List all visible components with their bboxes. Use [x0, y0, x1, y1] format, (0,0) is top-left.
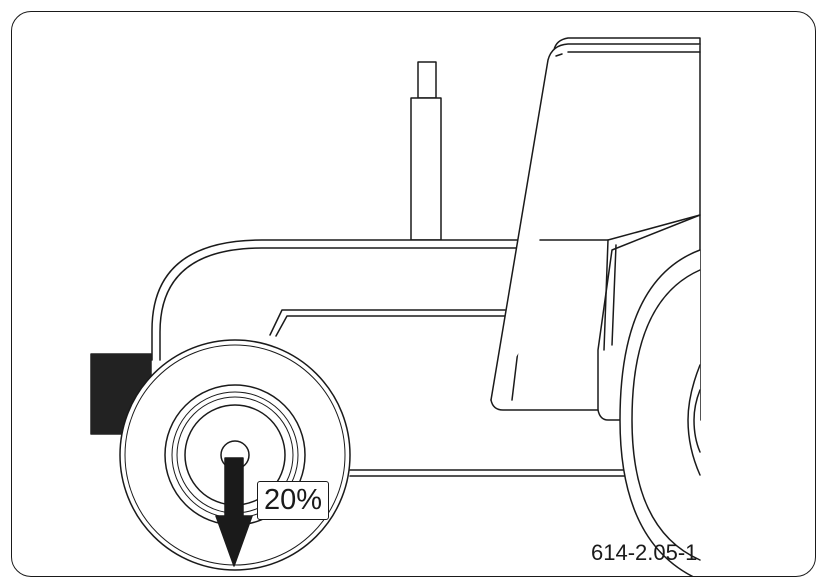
rear-wheel [619, 249, 701, 576]
figure-reference-number: 614-2.05-1 [591, 540, 698, 565]
chassis [349, 469, 641, 477]
exhaust-pipe [410, 61, 442, 241]
load-arrow [215, 457, 253, 567]
hood [151, 239, 521, 361]
load-percentage-label: 20% [257, 481, 330, 520]
